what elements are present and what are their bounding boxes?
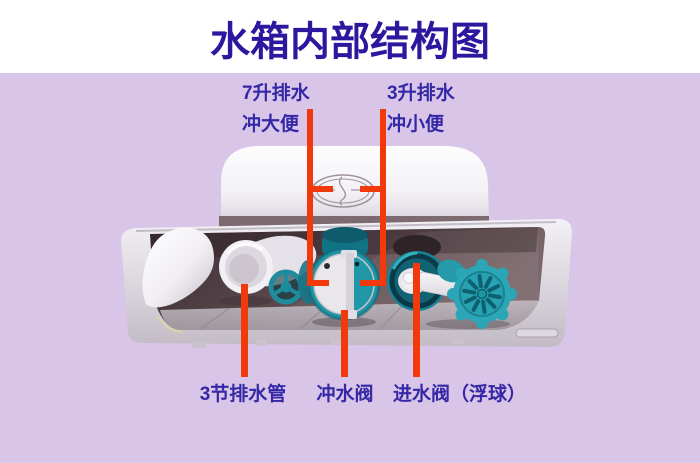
label-flush-valve: 冲水阀 — [316, 384, 374, 405]
pointer-drain-pipe — [241, 284, 248, 377]
label-drain-pipe: 3节排水管 — [199, 384, 287, 405]
leader-3l-tick-lid — [360, 186, 386, 192]
leader-7l-tick-valve — [307, 280, 329, 286]
header-bar: 水箱内部结构图 — [0, 0, 700, 73]
label-inlet-valve: 进水阀（浮球） — [393, 384, 527, 405]
tank-bottom-details — [156, 315, 559, 348]
leader-7l-vertical — [307, 109, 313, 286]
label-7l-drain: 7升排水 — [242, 83, 310, 104]
page-title: 水箱内部结构图 — [210, 19, 490, 64]
leader-7l-tick-lid — [307, 186, 333, 192]
pointer-inlet-valve — [413, 263, 420, 377]
float-wheel — [437, 259, 517, 329]
tank-lid — [221, 146, 489, 222]
label-3l-drain: 3升排水 — [387, 83, 455, 104]
drain-pipe — [219, 235, 317, 294]
pointer-flush-valve — [341, 310, 348, 377]
leader-3l-vertical — [380, 109, 386, 286]
label-3l-use: 冲小便 — [387, 114, 445, 135]
leader-3l-tick-valve — [360, 280, 386, 286]
label-7l-use: 冲大便 — [242, 114, 300, 135]
control-wheel — [268, 269, 304, 305]
elbow-pipe — [142, 228, 214, 308]
shadow — [426, 319, 510, 329]
